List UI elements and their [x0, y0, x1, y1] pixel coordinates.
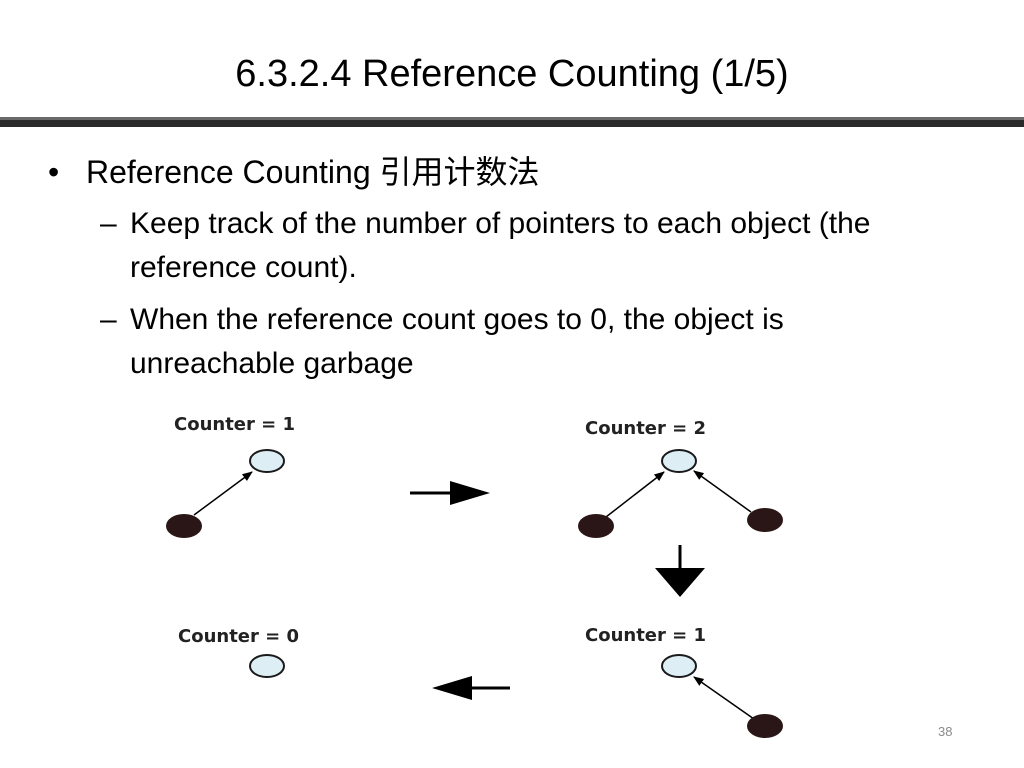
counter-label: Counter = 1 [585, 625, 706, 646]
title-divider-highlight [0, 117, 1024, 120]
pointer-arrow [193, 471, 253, 516]
title-divider [0, 117, 1024, 127]
pointer-node [747, 714, 783, 738]
pointer-node [578, 514, 614, 538]
object-node [661, 449, 697, 473]
object-node [661, 654, 697, 678]
sub-bullet-item: – When the reference count goes to 0, th… [48, 298, 948, 386]
object-node [249, 654, 285, 678]
pointer-arrow [693, 470, 752, 513]
sub-bullet-item: – Keep track of the number of pointers t… [48, 202, 948, 290]
counter-label: Counter = 0 [178, 626, 299, 647]
pointer-node [747, 508, 783, 532]
reference-counting-diagram: Counter = 1 Counter = 2 Counter = 1 Coun… [166, 414, 783, 738]
pointer-arrow [605, 471, 665, 518]
object-node [249, 449, 285, 473]
arrow-right-icon [410, 481, 490, 505]
bullet-list: • Reference Counting 引用计数法 – Keep track … [48, 150, 948, 386]
pointer-node [166, 514, 202, 538]
counter-label: Counter = 1 [174, 414, 295, 435]
arrow-left-icon [432, 676, 510, 700]
sub-bullet-text: Keep track of the number of pointers to … [130, 207, 871, 284]
dash-icon: – [100, 303, 117, 336]
sub-bullet-text: When the reference count goes to 0, the … [130, 303, 784, 380]
bullet-text: Reference Counting 引用计数法 [86, 154, 540, 190]
dash-icon: – [100, 207, 117, 240]
bullet-item: • Reference Counting 引用计数法 [48, 150, 948, 194]
counter-label: Counter = 2 [585, 418, 706, 439]
slide-number: 38 [938, 724, 953, 739]
arrow-down-icon [655, 545, 705, 597]
bullet-dot-icon: • [48, 154, 60, 190]
pointer-arrow [693, 676, 755, 720]
slide-title: 6.3.2.4 Reference Counting (1/5) [235, 53, 789, 95]
